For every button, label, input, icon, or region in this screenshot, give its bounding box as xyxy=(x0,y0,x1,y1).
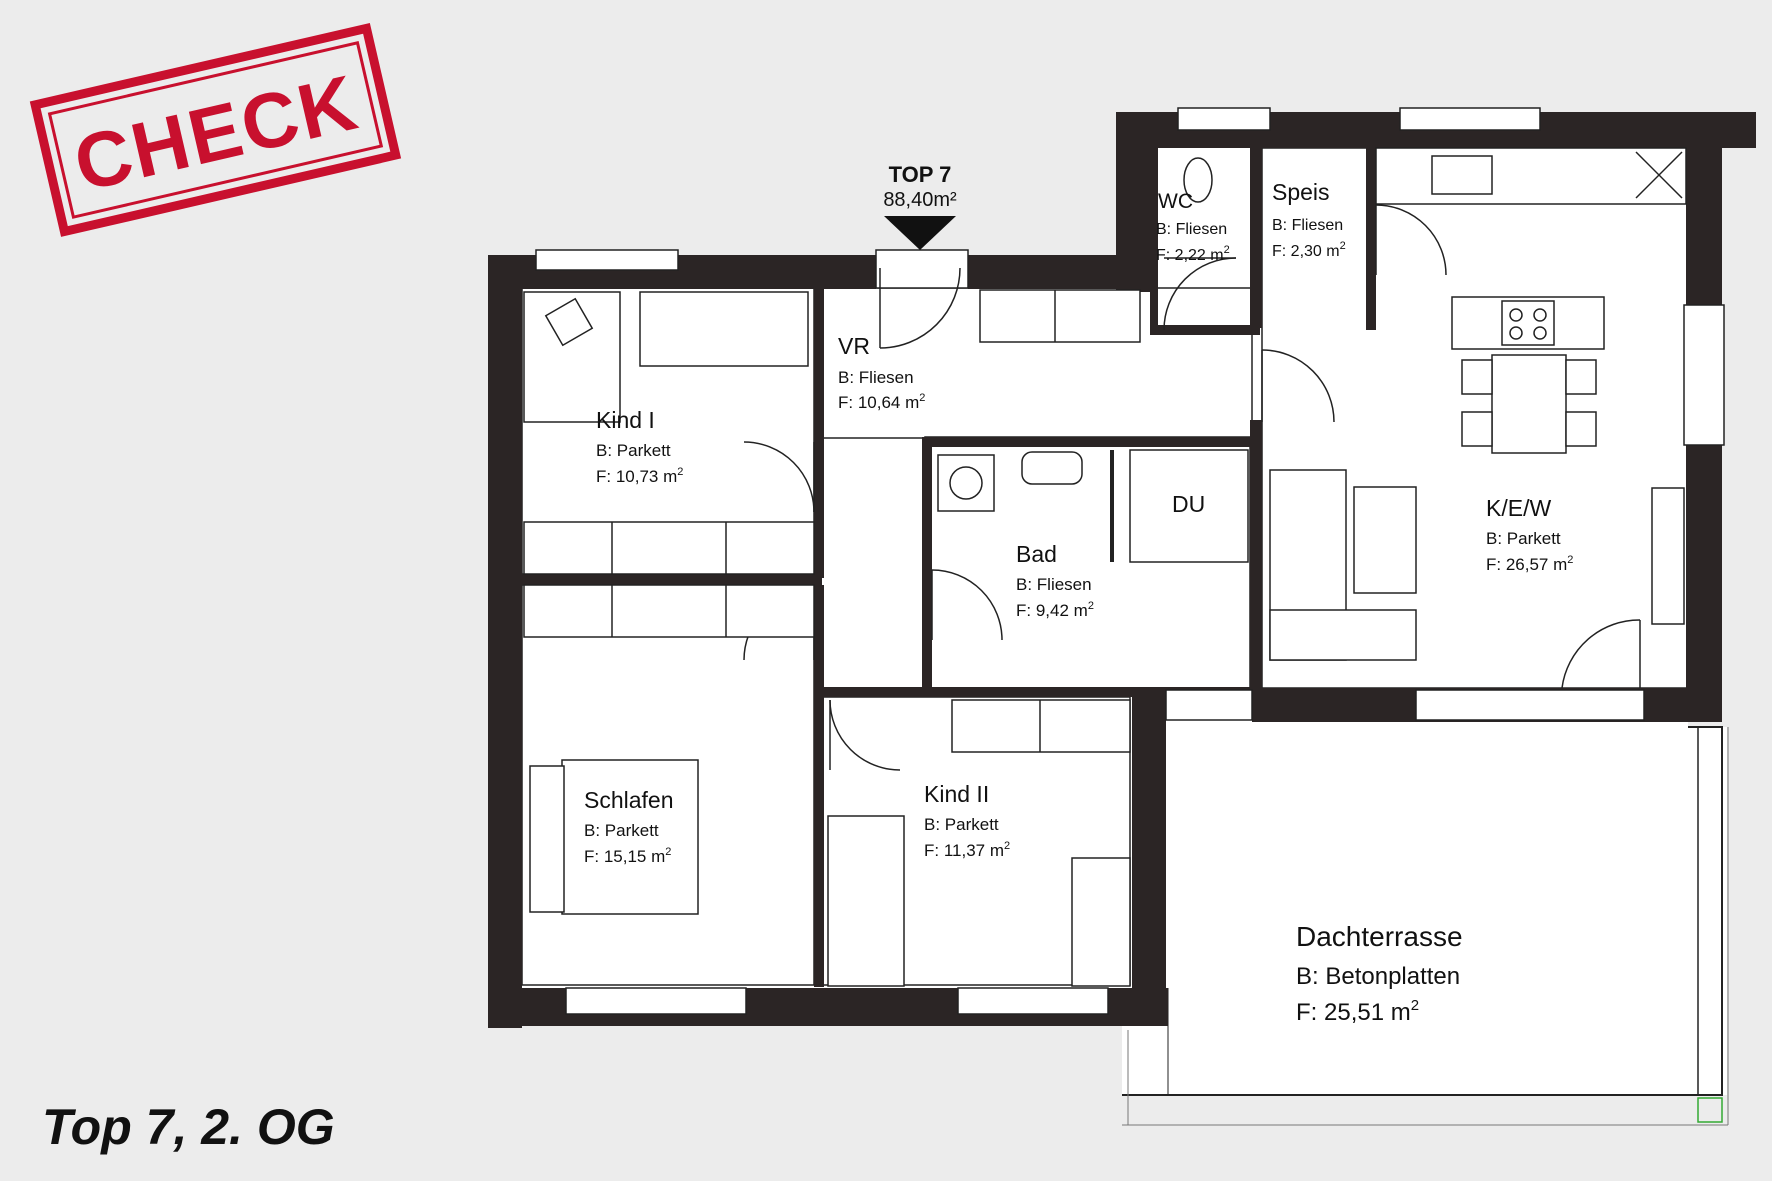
room-bad-area: F: 9,42 m2 xyxy=(1016,600,1094,620)
wardrobe-schlafen xyxy=(523,584,815,638)
room-kind2-floor: B: Parkett xyxy=(924,815,999,834)
tv-cabinet xyxy=(1651,487,1685,625)
furniture xyxy=(523,147,1687,987)
room-schlafen-floor: B: Parkett xyxy=(584,821,659,840)
desk-kind2 xyxy=(1071,857,1131,987)
room-kind2-name: Kind II xyxy=(924,781,989,807)
room-kind1-name: Kind I xyxy=(596,407,655,433)
entrance-area: 88,40m² xyxy=(883,189,957,211)
room-speis-floor: B: Fliesen xyxy=(1272,217,1343,234)
kitchen-counter xyxy=(1375,147,1687,205)
room-terrasse-name: Dachterrasse xyxy=(1296,921,1463,952)
dining-table xyxy=(1491,354,1567,454)
room-terrasse-area: F: 25,51 m2 xyxy=(1296,997,1419,1026)
room-vr-floor: B: Fliesen xyxy=(838,368,914,387)
room-bad-name: Bad xyxy=(1016,541,1057,567)
room-kew-floor: B: Parkett xyxy=(1486,529,1561,548)
room-kew-area: F: 26,57 m2 xyxy=(1486,554,1573,574)
room-schlafen-area: F: 15,15 m2 xyxy=(584,846,671,866)
room-bad-floor: B: Fliesen xyxy=(1016,575,1092,594)
toilet xyxy=(1183,157,1213,203)
room-schlafen-name: Schlafen xyxy=(584,787,674,813)
room-kind1-area: F: 10,73 m2 xyxy=(596,466,683,486)
sink-kitchen xyxy=(1431,155,1493,195)
shower-du xyxy=(1129,449,1249,563)
room-wc-name: WC xyxy=(1158,190,1193,213)
room-kew-name: K/E/W xyxy=(1486,495,1551,521)
floor-caption: Top 7, 2. OG xyxy=(42,1099,335,1155)
room-vr-name: VR xyxy=(838,333,870,359)
check-stamp: CHECK xyxy=(29,22,402,237)
doors xyxy=(743,204,1641,771)
chair-kind1 xyxy=(544,297,594,347)
room-kind2-area: F: 11,37 m2 xyxy=(924,840,1010,860)
wardrobe-kind1 xyxy=(523,521,815,575)
room-vr-area: F: 10,64 m2 xyxy=(838,392,925,412)
room-kind1-floor: B: Parkett xyxy=(596,441,671,460)
coffee-table xyxy=(1353,486,1417,594)
cooktop xyxy=(1501,300,1555,346)
entrance-marker xyxy=(884,216,956,250)
wardrobe-vr xyxy=(979,289,1141,343)
wardrobe-kind2 xyxy=(951,699,1131,753)
entrance-label: TOP 7 xyxy=(889,162,952,187)
room-wc-area: F: 2,22 m2 xyxy=(1156,244,1230,264)
bed-kind2 xyxy=(827,815,905,987)
room-terrasse-floor: B: Betonplatten xyxy=(1296,963,1460,990)
sink xyxy=(1021,451,1083,485)
room-du-name: DU xyxy=(1172,491,1205,517)
bed-kind1 xyxy=(639,291,809,367)
bed-schlafen xyxy=(561,759,699,915)
room-speis-area: F: 2,30 m2 xyxy=(1272,240,1346,260)
room-speis-name: Speis xyxy=(1272,179,1330,205)
room-wc-floor: B: Fliesen xyxy=(1156,221,1227,238)
windows xyxy=(535,107,1725,1015)
